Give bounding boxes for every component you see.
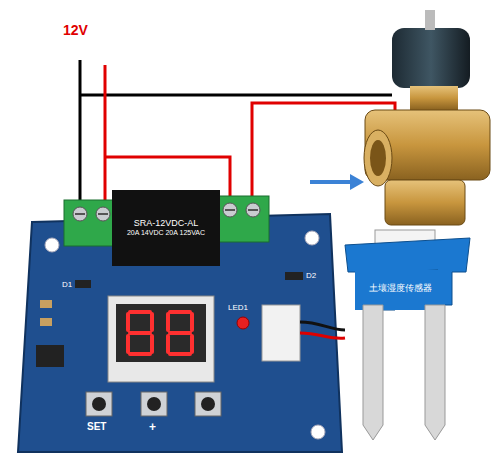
button-label: SET — [87, 421, 106, 432]
regulator — [36, 345, 64, 367]
resistor — [40, 318, 52, 326]
solenoid-valve — [364, 10, 490, 225]
sensor-connector — [262, 305, 300, 361]
relay-marking: SRA-12VDC-AL — [134, 218, 199, 229]
relay-box: SRA-12VDC-AL20A 14VDC 20A 125VAC — [112, 190, 220, 266]
silkscreen-label: LED1 — [228, 303, 248, 312]
button-label: + — [149, 420, 156, 434]
push-button — [86, 392, 221, 416]
led — [237, 317, 249, 329]
mount-hole — [305, 231, 319, 245]
wires — [80, 60, 395, 205]
sensor-wire — [300, 322, 345, 330]
sensor-wire — [300, 333, 345, 338]
sensor-marking: 土壤湿度传感器 — [369, 283, 432, 294]
display-housing — [108, 296, 214, 382]
mount-hole — [311, 425, 325, 439]
relay-marking: 20A 14VDC 20A 125VAC — [127, 229, 205, 238]
flow-arrow — [310, 174, 364, 190]
terminal-block — [64, 200, 116, 246]
voltage-label: 12V — [63, 22, 88, 38]
display-window — [116, 304, 206, 362]
silkscreen-label: D1 — [62, 280, 72, 289]
terminal-block — [215, 196, 269, 242]
soil-moisture-sensor — [345, 230, 470, 440]
mount-hole — [45, 238, 59, 252]
seven-segment-digits — [128, 312, 192, 354]
diode — [75, 280, 91, 288]
silkscreen-label: D2 — [306, 271, 316, 280]
diode — [285, 272, 303, 280]
sensor-board: 土壤湿度传感器 — [357, 276, 443, 302]
resistor — [40, 300, 52, 308]
